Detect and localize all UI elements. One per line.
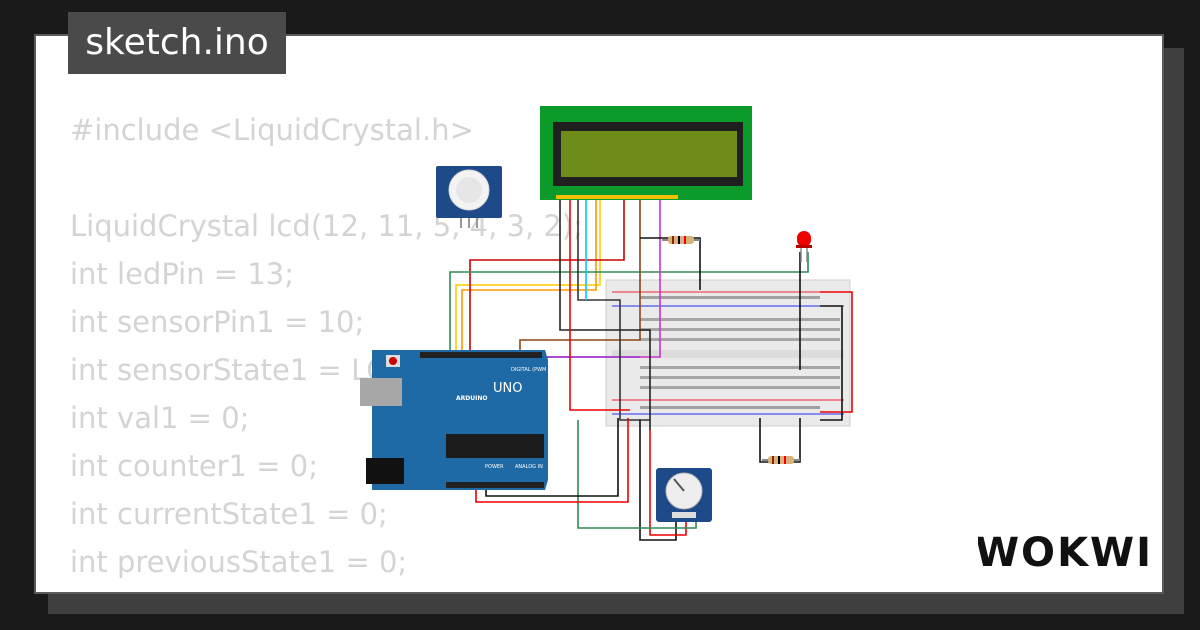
code-line: #include <LiquidCrystal.h> bbox=[70, 113, 474, 147]
power-header-label: POWER bbox=[485, 464, 504, 470]
resistor bbox=[662, 236, 700, 244]
breadboard bbox=[605, 279, 851, 427]
arduino-uno-label: UNO bbox=[493, 381, 522, 396]
arduino-board[interactable]: DIGITAL (PWM ~) UNO ARDUINO POWER ANALOG… bbox=[360, 350, 554, 490]
code-line: int currentState1 = 0; bbox=[70, 497, 388, 531]
code-line: int counter1 = 0; bbox=[70, 449, 319, 483]
digital-header-label: DIGITAL (PWM ~) bbox=[511, 367, 554, 373]
code-line: int previousState1 = 0; bbox=[70, 545, 408, 579]
code-preview: #include <LiquidCrystal.h> LiquidCrystal… bbox=[70, 106, 583, 586]
pir-sensor[interactable] bbox=[436, 166, 502, 228]
wokwi-logo: WOKWI bbox=[978, 530, 1150, 576]
led[interactable] bbox=[796, 231, 812, 262]
code-line: int sensorPin1 = 10; bbox=[70, 305, 365, 339]
code-line: int val1 = 0; bbox=[70, 401, 250, 435]
lcd-display[interactable] bbox=[540, 106, 752, 200]
arduino-brand-label: ARDUINO bbox=[456, 395, 487, 402]
potentiometer[interactable] bbox=[656, 468, 712, 522]
analog-header-label: ANALOG IN bbox=[515, 464, 543, 470]
circuit-diagram[interactable]: DIGITAL (PWM ~) UNO ARDUINO POWER ANALOG… bbox=[360, 100, 860, 550]
project-title: sketch.ino bbox=[68, 12, 286, 74]
wires bbox=[449, 195, 853, 541]
resistor bbox=[762, 456, 800, 464]
wokwi-logo-text: WOKWI bbox=[978, 530, 1150, 576]
code-line: int ledPin = 13; bbox=[70, 257, 295, 291]
